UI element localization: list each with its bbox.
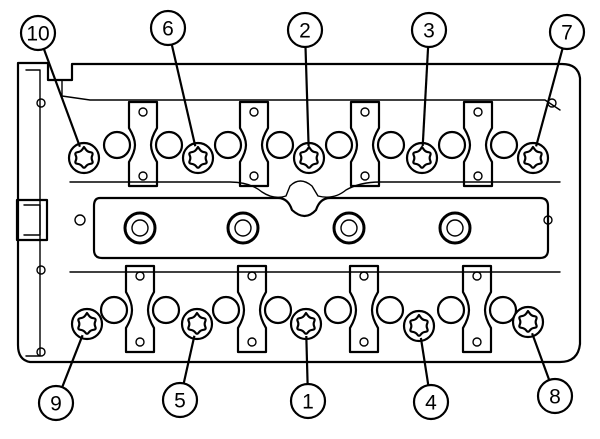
bolt-3 <box>405 141 439 175</box>
callout-circle <box>289 382 327 420</box>
bolt-sequence-callouts: 10 6 2 3 7 9 5 1 4 8 <box>19 9 586 422</box>
bolt-washer <box>181 141 215 175</box>
dowel-bottom-left <box>36 347 46 357</box>
callout-circle <box>286 11 324 49</box>
torx-bolt-head-icon <box>299 145 319 169</box>
leader-line-3 <box>421 46 430 147</box>
bolt-washer <box>511 305 545 339</box>
torx-bolt-head-icon <box>188 145 208 169</box>
callout-label: 1 <box>302 391 314 414</box>
leader-line-8 <box>531 332 551 381</box>
callout-label: 7 <box>561 22 573 45</box>
leader-line-4 <box>419 337 430 386</box>
callout-circle <box>161 381 199 419</box>
callout-circle <box>410 11 448 49</box>
leader-line-7 <box>535 48 564 147</box>
bolt-washer <box>180 307 214 341</box>
bolt-4 <box>402 309 436 343</box>
callout-label: 9 <box>50 393 62 416</box>
dowel-top-left <box>36 98 46 108</box>
torx-bolt-head-icon <box>412 145 432 169</box>
dowel-mid-left <box>36 265 46 275</box>
callout-10: 10 <box>19 14 57 52</box>
callout-circle <box>536 377 574 415</box>
leader-line-2 <box>304 46 310 147</box>
head-casting <box>15 61 582 364</box>
leader-line-9 <box>61 334 84 388</box>
torx-bolt-head-icon <box>74 145 94 169</box>
bolt-5 <box>180 307 214 341</box>
callout-9: 9 <box>37 384 75 422</box>
bolt-6 <box>181 141 215 175</box>
left-boss <box>15 198 49 242</box>
plug-bore-3 <box>332 211 366 245</box>
bolt-10 <box>67 141 101 175</box>
torx-bolt-head-icon <box>77 311 97 335</box>
leader-line-1 <box>305 335 309 385</box>
torx-bolt-head-icon <box>409 313 429 337</box>
callout-6: 6 <box>149 9 187 47</box>
torx-bolt-head-icon <box>518 309 538 333</box>
bolt-8 <box>511 305 545 339</box>
plug-bore-2 <box>226 211 260 245</box>
torx-bolt-head-icon <box>296 311 316 335</box>
callout-7: 7 <box>548 13 586 51</box>
bolt-washer <box>70 307 104 341</box>
callout-label: 10 <box>26 23 49 46</box>
bolt-washer <box>402 309 436 343</box>
leader-line-10 <box>42 48 81 148</box>
torx-bolt-head-icon <box>523 145 543 169</box>
leader-line-6 <box>170 44 197 147</box>
bolt-2 <box>292 141 326 175</box>
bolt-washer <box>67 141 101 175</box>
callout-label: 4 <box>425 392 437 415</box>
leader-line-5 <box>182 335 196 384</box>
callout-circle <box>149 9 187 47</box>
bolt-washer <box>516 141 550 175</box>
callout-4: 4 <box>412 383 450 421</box>
callout-label: 8 <box>549 386 561 409</box>
plug-bore-4 <box>438 211 472 245</box>
callout-8: 8 <box>536 377 574 415</box>
bolt-1 <box>289 307 323 341</box>
callout-2: 2 <box>286 11 324 49</box>
callout-label: 5 <box>174 390 186 413</box>
callout-circle <box>19 14 57 52</box>
callout-label: 6 <box>162 18 174 41</box>
plug-bore-1 <box>123 211 157 245</box>
callout-3: 3 <box>410 11 448 49</box>
callout-5: 5 <box>161 381 199 419</box>
left-hole <box>74 214 86 226</box>
callout-1: 1 <box>289 382 327 420</box>
lower-bearing-caps <box>99 264 518 354</box>
bolt-9 <box>70 307 104 341</box>
callout-circle <box>412 383 450 421</box>
callout-label: 3 <box>423 20 435 43</box>
callout-label: 2 <box>299 20 311 43</box>
callout-circle <box>37 384 75 422</box>
bolt-7 <box>516 141 550 175</box>
spark-plug-bores <box>123 211 472 245</box>
callout-circle <box>548 13 586 51</box>
upper-bearing-caps <box>102 100 519 188</box>
torx-bolt-head-icon <box>187 311 207 335</box>
central-gallery <box>69 180 561 273</box>
